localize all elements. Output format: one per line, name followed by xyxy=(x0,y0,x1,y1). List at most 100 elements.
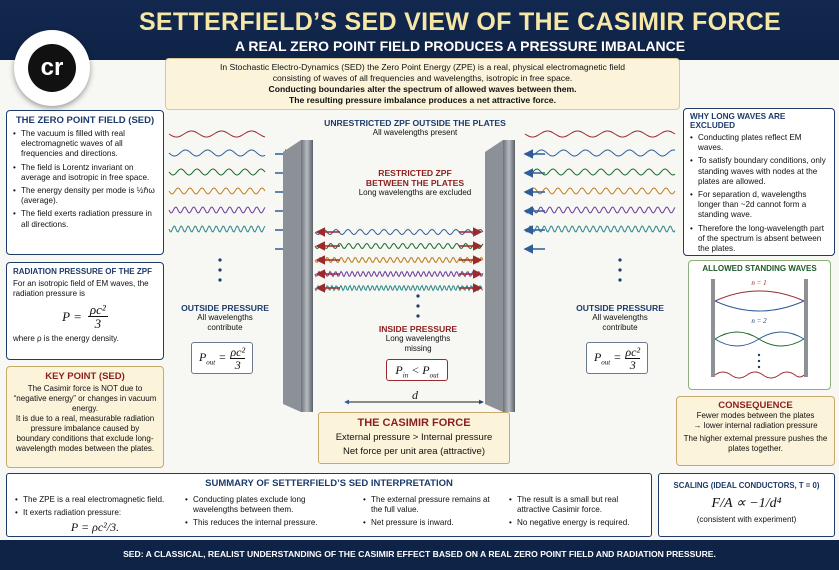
zpf-panel: THE ZERO POINT FIELD (SED) The vacuum is… xyxy=(6,110,164,255)
outside-left-sub1: All wavelengths xyxy=(197,313,253,322)
intro-line: Conducting boundaries alter the spectrum… xyxy=(268,84,577,94)
casimir-force-box: THE CASIMIR FORCE External pressure > In… xyxy=(318,412,510,464)
why-long-waves-panel: WHY LONG WAVES ARE EXCLUDED Conducting p… xyxy=(683,108,835,256)
zpf-bullet: The energy density per mode is ½ℏω (aver… xyxy=(13,186,157,206)
mode-n1-wave xyxy=(714,290,805,302)
outside-wave-right xyxy=(524,168,676,176)
outside-wave-right xyxy=(524,130,676,138)
outside-wave-right xyxy=(524,225,676,233)
outside-waves-right xyxy=(524,130,676,233)
page-subtitle: A REAL ZERO POINT FIELD PRODUCES A PRESS… xyxy=(234,38,686,54)
inside-waves xyxy=(314,228,484,292)
why-bullet: To satisfy boundary conditions, only sta… xyxy=(690,156,828,187)
pout-left-box: Pout = ρc² 3 xyxy=(191,342,253,374)
logo-text: cr xyxy=(28,44,76,92)
consequence-title: CONSEQUENCE xyxy=(718,400,793,411)
inside-sub2: missing xyxy=(404,344,432,353)
pin-box: Pin < Pout xyxy=(386,359,448,381)
key-point-title: KEY POINT (SED) xyxy=(45,371,125,382)
outside-wave-right xyxy=(524,187,676,195)
pout-right-box: Pout = ρc² 3 xyxy=(586,342,648,374)
casimir-line-2: Net force per unit area (attractive) xyxy=(342,446,486,457)
formula-denominator: 3 xyxy=(94,316,102,331)
intro-box: In Stochastic Electro-Dynamics (SED) the… xyxy=(165,58,680,110)
outside-waves-left xyxy=(168,130,266,233)
summary-title: SUMMARY OF SETTERFIELD’S SED INTERPRETAT… xyxy=(205,478,453,489)
gap-label: d xyxy=(412,388,418,402)
radiation-formula: P = ρc² 3 xyxy=(13,303,157,330)
scaling-note: (consistent with experiment) xyxy=(696,515,797,524)
inside-wave xyxy=(314,270,484,278)
outside-wave-left xyxy=(168,225,266,233)
outside-pressure-right: OUTSIDE PRESSURE All wavelengths contrib… xyxy=(570,303,670,333)
zpf-bullet: The field exerts radiation pressure in a… xyxy=(13,209,157,229)
intro-line: The resulting pressure imbalance produce… xyxy=(289,95,556,105)
zpf-bullet: The field is Lorentz invariant on averag… xyxy=(13,163,157,183)
why-bullet: For separation d, wavelengths longer tha… xyxy=(690,190,828,221)
mode-n1-label: n = 1 xyxy=(751,279,766,287)
consequence-line-2: → lower internal radiation pressure xyxy=(693,421,818,430)
outside-wave-left xyxy=(168,206,266,214)
header-bar: SETTERFIELD’S SED VIEW OF THE CASIMIR FO… xyxy=(0,0,839,60)
outside-right-sub1: All wavelengths xyxy=(592,313,648,322)
outside-left-title: OUTSIDE PRESSURE xyxy=(181,303,269,313)
outside-wave-left xyxy=(168,187,266,195)
restricted-subtitle: Long wavelengths are excluded xyxy=(358,188,472,197)
unrestricted-title: UNRESTRICTED ZPF OUTSIDE THE PLATES xyxy=(324,118,506,128)
standing-waves-diagram: n = 1 n = 2 xyxy=(711,279,808,379)
consequence-line-3: The higher external pressure pushes the … xyxy=(683,434,828,453)
scaling-title: SCALING (IDEAL CONDUCTORS, T = 0) xyxy=(673,481,820,490)
radiation-panel-title: RADIATION PRESSURE OF THE ZPF xyxy=(13,267,152,276)
radiation-note: where ρ is the energy density. xyxy=(13,334,119,343)
casimir-title: THE CASIMIR FORCE xyxy=(357,417,471,429)
formula-lhs: P = xyxy=(62,308,82,324)
summary-col-2: Conducting plates exclude long wavelengt… xyxy=(185,492,345,529)
mode-n2-label: n = 2 xyxy=(751,317,767,325)
casimir-line-1: External pressure > Internal pressure xyxy=(335,432,493,443)
summary-col-4: The result is a small but real attractiv… xyxy=(509,492,649,529)
summary-panel: SUMMARY OF SETTERFIELD’S SED INTERPRETAT… xyxy=(6,473,652,537)
outside-wave-right xyxy=(524,206,676,214)
casimir-diagram xyxy=(168,130,676,412)
key-point-text-1: The Casimir force is NOT due to “negativ… xyxy=(13,384,157,413)
inside-wave xyxy=(314,256,484,264)
unrestricted-label: UNRESTRICTED ZPF OUTSIDE THE PLATES All … xyxy=(305,118,525,138)
allowed-standing-waves-panel: ALLOWED STANDING WAVES n = 1 n = 2 xyxy=(688,260,831,390)
restricted-label: RESTRICTED ZPF BETWEEN THE PLATES Long w… xyxy=(340,168,490,198)
intro-line: consisting of waves of all frequencies a… xyxy=(272,73,573,83)
page-title: SETTERFIELD’S SED VIEW OF THE CASIMIR FO… xyxy=(138,8,782,36)
ellipsis-dots xyxy=(218,258,622,318)
unrestricted-subtitle: All wavelengths present xyxy=(372,128,458,137)
summary-col-3: The external pressure remains at the ful… xyxy=(363,492,503,529)
mini-plate-right xyxy=(804,279,808,377)
left-plate-face xyxy=(301,140,313,412)
right-plate-face xyxy=(503,140,515,412)
why-bullet: Therefore the long-wavelength part of th… xyxy=(690,224,828,255)
radiation-panel-text: For an isotropic field of EM waves, the … xyxy=(13,279,149,298)
consequence-line-1: Fewer modes between the plates xyxy=(696,411,815,420)
outside-right-title: OUTSIDE PRESSURE xyxy=(576,303,664,313)
logo: cr xyxy=(14,30,90,106)
inside-pressure: INSIDE PRESSURE Long wavelengths missing xyxy=(368,324,468,354)
why-bullet: Conducting plates reflect EM waves. xyxy=(690,133,828,153)
scaling-panel: SCALING (IDEAL CONDUCTORS, T = 0) F/A ∝ … xyxy=(658,473,835,537)
restricted-title-1: RESTRICTED ZPF xyxy=(378,168,452,178)
formula-numerator: ρc² xyxy=(87,302,108,317)
why-title: WHY LONG WAVES ARE EXCLUDED xyxy=(690,112,786,130)
outside-left-sub2: contribute xyxy=(207,323,243,332)
consequence-panel: CONSEQUENCE Fewer modes between the plat… xyxy=(676,396,835,466)
scaling-formula: F/A ∝ −1/d⁴ xyxy=(711,496,782,511)
footer-banner: SED: A CLASSICAL, REALIST UNDERSTANDING … xyxy=(0,540,839,570)
mini-plate-left xyxy=(711,279,715,377)
key-point-text-2: It is due to a real, measurable radiatio… xyxy=(15,414,155,453)
summary-col-1: The ZPE is a real electromagnetic field.… xyxy=(15,492,175,535)
outside-wave-right xyxy=(524,149,676,157)
left-plate xyxy=(283,140,301,412)
zpf-bullet: The vacuum is filled with real electroma… xyxy=(13,129,157,160)
summary-formula: P = ρc²/3. xyxy=(70,520,120,535)
outside-right-sub2: contribute xyxy=(602,323,638,332)
restricted-title-2: BETWEEN THE PLATES xyxy=(365,178,465,188)
outside-pressure-left: OUTSIDE PRESSURE All wavelengths contrib… xyxy=(170,303,280,333)
zpf-panel-title: THE ZERO POINT FIELD (SED) xyxy=(15,115,155,126)
right-plate xyxy=(485,140,503,412)
